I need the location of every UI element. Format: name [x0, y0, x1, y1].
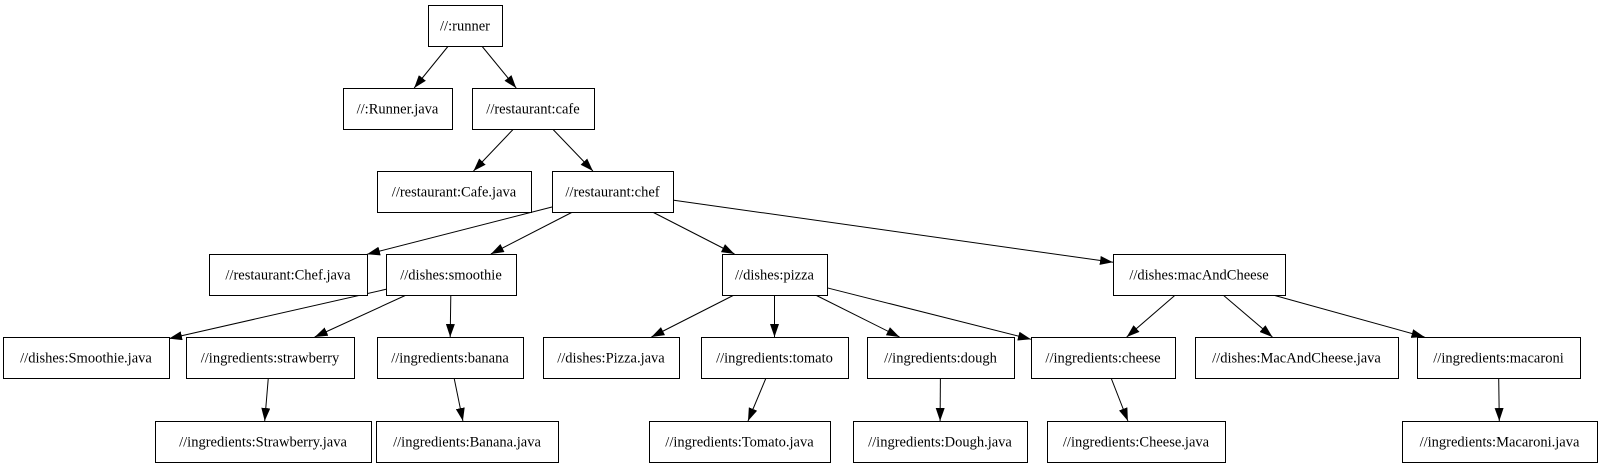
node-box-runner_java: [343, 88, 453, 130]
node-label-cafe_java: //restaurant:Cafe.java: [392, 185, 517, 201]
node-smoothie_java: //dishes:Smoothie.java: [3, 337, 170, 379]
edge-pizza-to-pizza_java: [651, 294, 735, 338]
node-label-cheese: //ingredients:cheese: [1045, 351, 1160, 367]
node-cafe_java: //restaurant:Cafe.java: [377, 171, 532, 213]
node-label-tomato: //ingredients:tomato: [716, 351, 833, 367]
node-box-runner: [428, 5, 503, 47]
node-label-pizza: //dishes:pizza: [735, 268, 814, 284]
edge-chef-to-macandcheese: [672, 199, 1114, 265]
node-box-cheese: [1031, 337, 1176, 379]
node-label-strawberry: //ingredients:strawberry: [201, 351, 340, 367]
node-label-dough_java: //ingredients:Dough.java: [868, 435, 1012, 451]
node-box-dough_java: [853, 421, 1028, 463]
node-runner_java: //:Runner.java: [343, 88, 453, 130]
node-label-pizza_java: //dishes:Pizza.java: [557, 351, 665, 367]
node-label-tomato_java: //ingredients:Tomato.java: [665, 435, 814, 451]
node-box-tomato: [701, 337, 849, 379]
node-box-pizza_java: [543, 337, 680, 379]
edge-smoothie-to-smoothie_java: [168, 288, 387, 341]
node-label-cheese_java: //ingredients:Cheese.java: [1063, 435, 1210, 451]
edge-tomato-to-tomato_java: [747, 377, 767, 422]
node-label-cafe: //restaurant:cafe: [486, 102, 579, 118]
node-runner: //:runner: [428, 5, 503, 47]
edge-pizza-to-cheese: [826, 287, 1032, 341]
node-label-banana: //ingredients:banana: [391, 351, 509, 367]
node-label-dough: //ingredients:dough: [884, 351, 998, 367]
edge-chef-to-smoothie: [490, 211, 573, 255]
edge-chef-to-pizza: [652, 211, 735, 255]
node-box-banana: [377, 337, 524, 379]
node-box-dough: [867, 337, 1015, 379]
node-macandcheese: //dishes:macAndCheese: [1113, 254, 1286, 296]
node-label-strawberry_java: //ingredients:Strawberry.java: [179, 435, 347, 451]
node-box-cafe_java: [377, 171, 532, 213]
node-cheese: //ingredients:cheese: [1031, 337, 1176, 379]
node-macaroni_java: //ingredients:Macaroni.java: [1402, 421, 1598, 463]
node-banana_java: //ingredients:Banana.java: [376, 421, 559, 463]
node-pizza: //dishes:pizza: [722, 254, 828, 296]
node-pizza_java: //dishes:Pizza.java: [543, 337, 680, 379]
node-box-macandcheese_java: [1195, 337, 1399, 379]
node-box-strawberry_java: [155, 421, 372, 463]
node-box-macandcheese: [1113, 254, 1286, 296]
node-box-chef: [552, 171, 674, 213]
node-macandcheese_java: //dishes:MacAndCheese.java: [1195, 337, 1399, 379]
node-dough: //ingredients:dough: [867, 337, 1015, 379]
node-box-cafe: [472, 88, 595, 130]
edge-pizza-to-dough: [815, 294, 900, 338]
node-box-strawberry: [186, 337, 355, 379]
edge-macaroni-to-macaroni_java: [1494, 377, 1504, 422]
node-tomato: //ingredients:tomato: [701, 337, 849, 379]
node-label-smoothie_java: //dishes:Smoothie.java: [20, 351, 152, 367]
node-smoothie: //dishes:smoothie: [386, 254, 517, 296]
node-box-banana_java: [376, 421, 559, 463]
node-label-macandcheese: //dishes:macAndCheese: [1129, 268, 1268, 284]
node-label-banana_java: //ingredients:Banana.java: [393, 435, 541, 451]
edge-strawberry-to-strawberry_java: [261, 377, 271, 422]
node-cheese_java: //ingredients:Cheese.java: [1047, 421, 1226, 463]
edge-macandcheese-to-cheese: [1126, 294, 1176, 338]
edge-cheese-to-cheese_java: [1110, 377, 1129, 422]
node-label-macandcheese_java: //dishes:MacAndCheese.java: [1212, 351, 1381, 367]
node-box-smoothie_java: [3, 337, 170, 379]
node-strawberry_java: //ingredients:Strawberry.java: [155, 421, 372, 463]
node-chef: //restaurant:chef: [552, 171, 674, 213]
edge-smoothie-to-banana: [445, 294, 455, 338]
node-box-pizza: [722, 254, 828, 296]
node-label-smoothie: //dishes:smoothie: [400, 268, 502, 284]
node-cafe: //restaurant:cafe: [472, 88, 595, 130]
node-label-chef: //restaurant:chef: [565, 185, 659, 201]
node-label-macaroni_java: //ingredients:Macaroni.java: [1420, 435, 1580, 451]
edge-macandcheese-to-macaroni: [1272, 294, 1425, 338]
edge-cafe-to-chef: [552, 128, 594, 172]
node-macaroni: //ingredients:macaroni: [1417, 337, 1581, 379]
edge-smoothie-to-strawberry: [314, 294, 407, 338]
node-dough_java: //ingredients:Dough.java: [853, 421, 1028, 463]
node-label-chef_java: //restaurant:Chef.java: [225, 268, 351, 284]
node-box-cheese_java: [1047, 421, 1226, 463]
edge-cafe-to-cafe_java: [473, 128, 514, 172]
edges-layer: [168, 45, 1504, 422]
nodes-layer: //:runner //:Runner.java //restaurant:cafe…: [3, 5, 1598, 463]
node-box-chef_java: [209, 254, 368, 296]
node-chef_java: //restaurant:Chef.java: [209, 254, 368, 296]
edge-runner-to-cafe: [481, 45, 517, 89]
node-box-tomato_java: [649, 421, 831, 463]
edge-chef-to-chef_java: [366, 206, 553, 256]
edge-runner-to-runner_java: [413, 45, 449, 89]
node-label-runner_java: //:Runner.java: [357, 102, 439, 118]
edge-macandcheese-to-macandcheese_java: [1222, 294, 1273, 338]
edge-banana-to-banana_java: [453, 377, 465, 422]
node-banana: //ingredients:banana: [377, 337, 524, 379]
node-label-runner: //:runner: [440, 19, 490, 35]
node-box-smoothie: [386, 254, 517, 296]
node-strawberry: //ingredients:strawberry: [186, 337, 355, 379]
node-box-macaroni_java: [1402, 421, 1598, 463]
node-box-macaroni: [1417, 337, 1581, 379]
node-tomato_java: //ingredients:Tomato.java: [649, 421, 831, 463]
node-label-macaroni: //ingredients:macaroni: [1433, 351, 1563, 367]
